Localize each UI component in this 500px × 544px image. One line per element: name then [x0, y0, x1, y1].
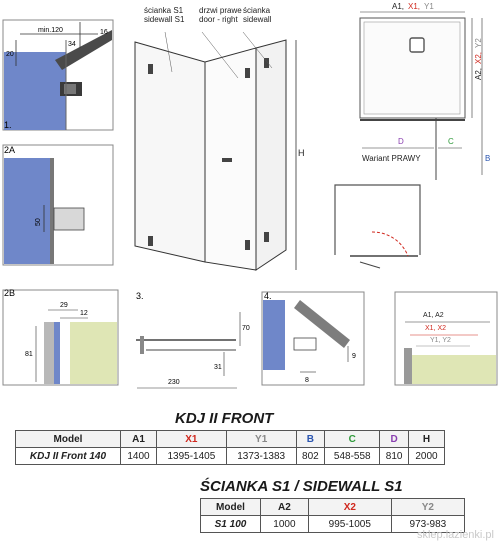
table1-h-b: B	[295, 430, 326, 448]
table1-h-h: H	[407, 430, 446, 448]
panel-4: 4. 8 9	[261, 291, 365, 386]
table2-cell: 973-983	[390, 515, 466, 533]
p4-dim-9: 9	[352, 353, 356, 360]
table1-cell: 1373-1383	[225, 447, 297, 465]
plan-variant: Wariant PRAWY	[362, 154, 421, 163]
table1-cell: 2000	[407, 447, 446, 465]
table1-title: KDJ II FRONT	[175, 410, 274, 427]
table-row: S1 100 1000 995-1005 973-983	[200, 515, 466, 533]
callout-door: drzwi prawe door - right	[199, 6, 242, 24]
p4-dim-8: 8	[305, 377, 309, 384]
table1-h-a1: A1	[120, 430, 157, 448]
plan-b: B	[485, 154, 491, 163]
p1-dim-20: 20	[6, 51, 14, 58]
p2b-dim-29: 29	[60, 302, 68, 309]
watermark: sklep.lazienki.pl	[416, 529, 494, 541]
table1-h-model: Model	[15, 430, 121, 448]
panel-3: 3. 70 31 230	[136, 291, 250, 389]
detail-right	[394, 291, 498, 386]
panel-2a: 2A 50	[2, 144, 114, 266]
plan-y2: Y2	[474, 38, 483, 48]
detail-y: Y1, Y2	[430, 337, 451, 344]
table1: Model A1 X1 Y1 B C D H KDJ II Front 140 …	[15, 430, 446, 465]
detail-x: X1, X2	[425, 325, 447, 332]
detail-a: A1, A2	[423, 312, 444, 319]
p4-label: 4.	[264, 291, 272, 301]
table2-cell: S1 100	[200, 515, 261, 533]
table2-cell: 995-1005	[307, 515, 392, 533]
table2-h-y2: Y2	[390, 498, 466, 516]
wall-blue	[4, 52, 66, 130]
p2b-dim-12: 12	[80, 310, 88, 317]
table1-cell: 1400	[120, 447, 157, 465]
table1-header-row: Model A1 X1 Y1 B C D H	[15, 430, 446, 448]
table2-h-model: Model	[200, 498, 261, 516]
table2: Model A2 X2 Y2 S1 100 1000 995-1005 973-…	[200, 498, 466, 533]
p2b-dim-81: 81	[25, 351, 33, 358]
p3-dim-31: 31	[214, 364, 222, 371]
p3-dim-70: 70	[242, 325, 250, 332]
p1-label: 1.	[4, 120, 12, 130]
plan-x1: X1,	[408, 2, 421, 11]
p1-dim-min120: min.120	[38, 27, 63, 34]
p2b-label: 2B	[4, 288, 15, 298]
table1-cell: 1395-1405	[156, 447, 227, 465]
table1-cell: 810	[379, 447, 409, 465]
table1-h-y1: Y1	[225, 430, 297, 448]
plan-y1: Y1	[424, 2, 434, 11]
table1-cell: 548-558	[324, 447, 381, 465]
table2-h-a2: A2	[260, 498, 309, 516]
plan-c: C	[448, 137, 454, 146]
table1-h-x1: X1	[156, 430, 227, 448]
table2-title: ŚCIANKA S1 / SIDEWALL S1	[200, 478, 403, 495]
panel-1: min.120 34 16 20 1.	[2, 19, 114, 131]
p2a-label: 2A	[4, 145, 15, 155]
table-row: KDJ II Front 140 1400 1395-1405 1373-138…	[15, 447, 446, 465]
table2-header-row: Model A2 X2 Y2	[200, 498, 466, 516]
p3-dim-230: 230	[168, 379, 180, 386]
callout-h: H	[298, 148, 305, 158]
plan-a2: A2,	[474, 67, 483, 80]
table1-cell: 802	[295, 447, 326, 465]
plan-view	[359, 11, 483, 180]
callout-s2: ścianka sidewall	[243, 6, 272, 24]
door-swing-detail	[334, 184, 421, 269]
plan-a1: A1,	[392, 2, 405, 11]
table2-cell: 1000	[260, 515, 309, 533]
shower-cabin	[134, 31, 297, 271]
p1-dim-34: 34	[68, 41, 76, 48]
p2a-dim-50: 50	[35, 218, 42, 226]
panel-2b: 2B 29 12 81	[2, 288, 119, 386]
p3-label: 3.	[136, 291, 144, 301]
table1-cell: KDJ II Front 140	[15, 447, 121, 465]
plan-d: D	[398, 137, 404, 146]
callout-s1: ścianka S1 sidewall S1	[144, 6, 185, 24]
plan-x2: X2,	[474, 51, 483, 64]
table1-h-c: C	[324, 430, 381, 448]
table2-h-x2: X2	[307, 498, 392, 516]
p1-dim-16: 16	[100, 29, 108, 36]
table1-h-d: D	[379, 430, 409, 448]
